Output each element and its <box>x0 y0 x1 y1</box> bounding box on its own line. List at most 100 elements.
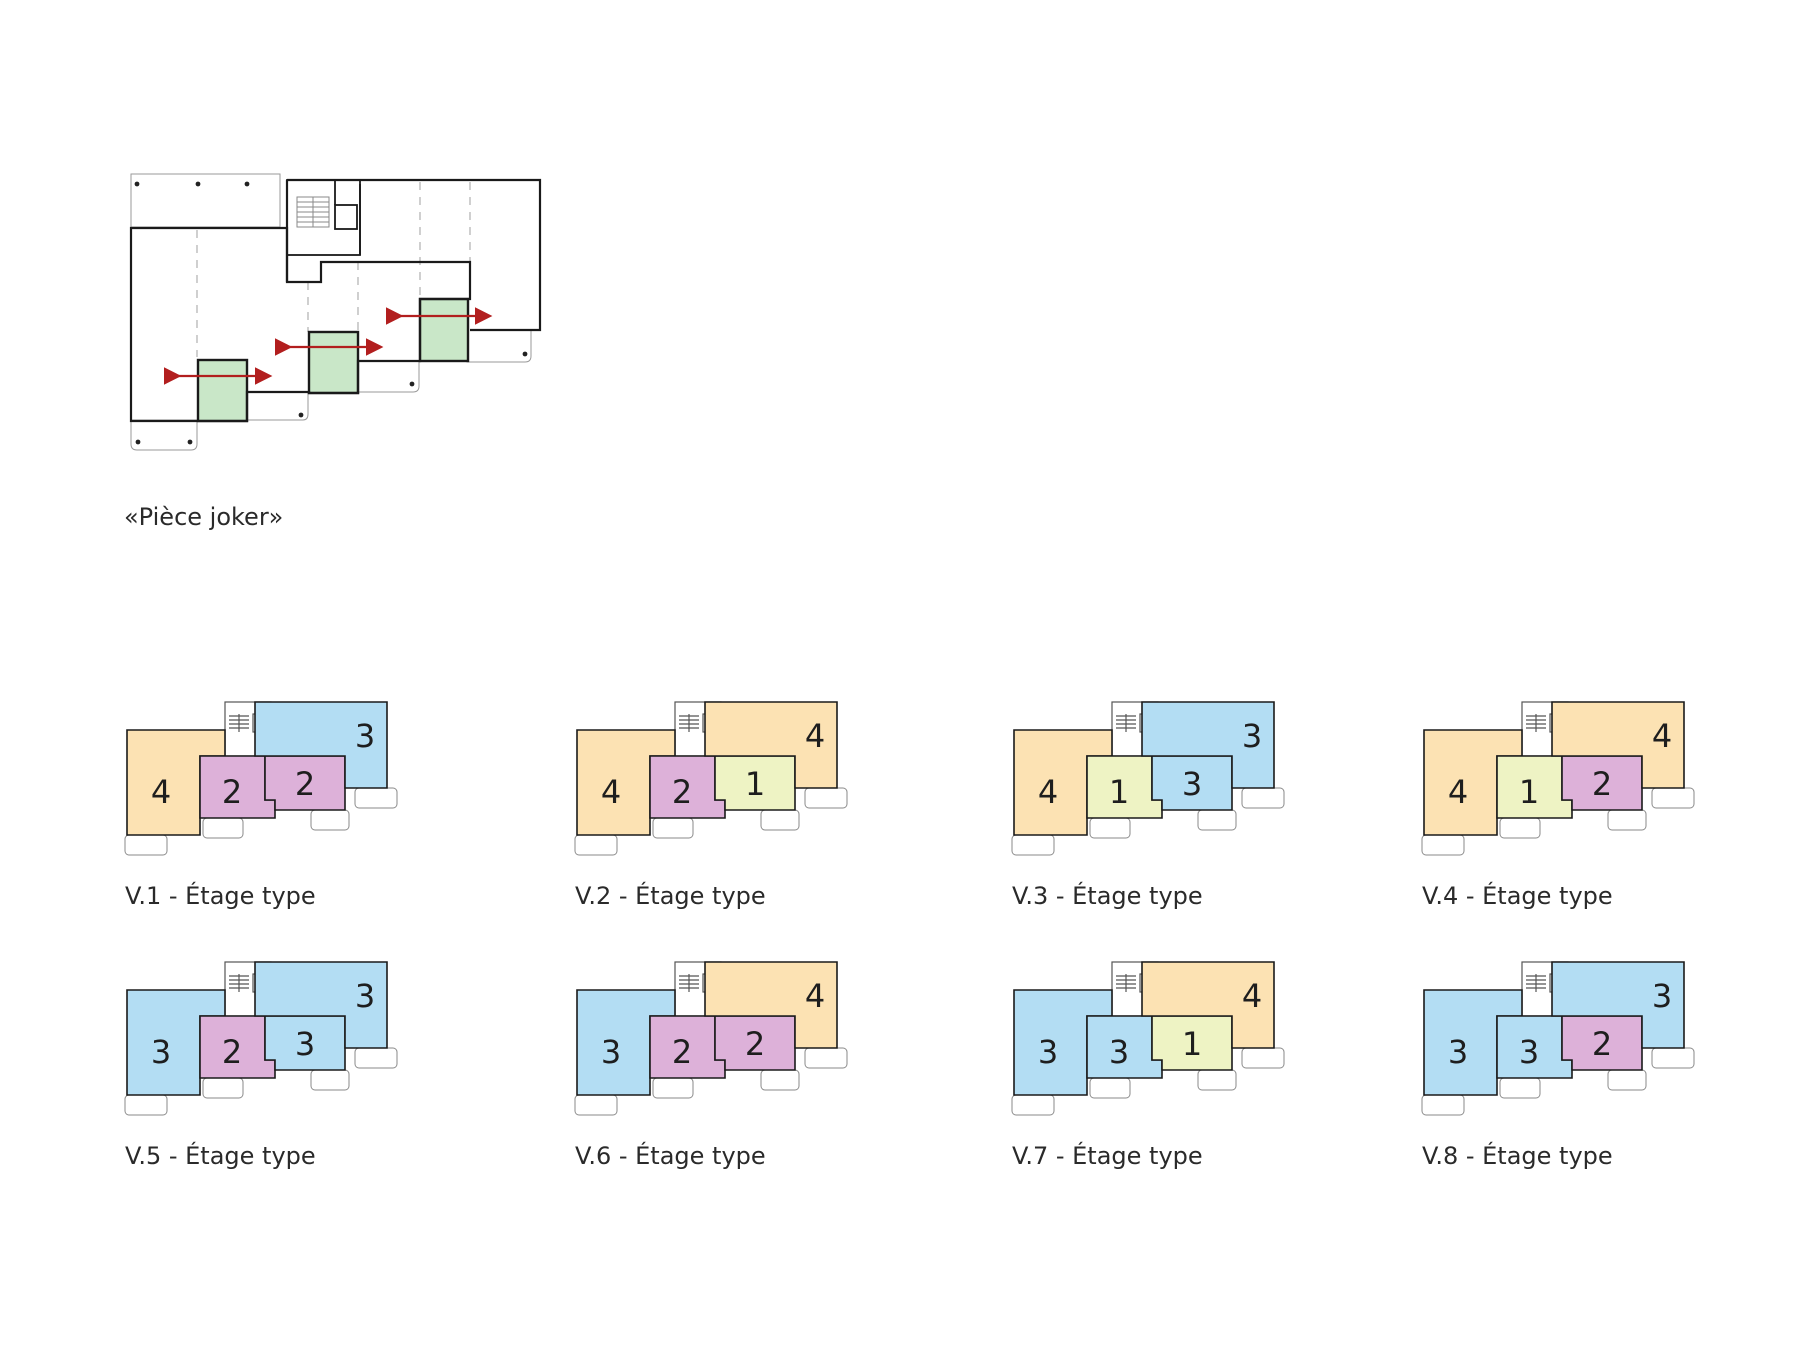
unit-3-rooms: 2 <box>1592 1025 1612 1063</box>
unit-2-rooms: 1 <box>1519 773 1539 811</box>
balcony <box>652 1077 694 1099</box>
unit-2-rooms: 2 <box>672 1033 692 1071</box>
unit-4-rooms: 3 <box>355 717 375 755</box>
balcony <box>202 1077 244 1099</box>
variant-caption: V.7 - Étage type <box>1012 1142 1203 1170</box>
variant-caption: V.4 - Étage type <box>1422 882 1613 910</box>
unit-3-rooms: 3 <box>1182 765 1202 803</box>
variant-plan: 3 3 2 3 <box>1421 961 1695 1116</box>
balcony <box>1241 1047 1285 1069</box>
variant-caption: V.1 - Étage type <box>125 882 316 910</box>
variant-plan: 3 3 1 4 <box>1011 961 1285 1116</box>
unit-1-rooms: 4 <box>601 773 621 811</box>
balcony-outline <box>130 173 281 228</box>
unit-3-rooms: 2 <box>745 1025 765 1063</box>
unit-1-rooms: 4 <box>151 773 171 811</box>
joker-room <box>196 358 249 423</box>
unit-2-rooms: 3 <box>1519 1033 1539 1071</box>
variant-plan: 4 1 3 3 <box>1011 701 1285 856</box>
building-outline <box>129 226 472 423</box>
joker-room <box>418 297 470 363</box>
unit-4-shape <box>1141 701 1275 789</box>
unit-4-rooms: 3 <box>1652 977 1672 1015</box>
balcony-outline <box>357 360 420 393</box>
balcony-outline <box>246 392 309 421</box>
unit-4-rooms: 4 <box>1652 717 1672 755</box>
balcony <box>310 809 350 831</box>
joker-floor-plan <box>129 173 542 451</box>
balcony <box>1607 1069 1647 1091</box>
balcony <box>310 1069 350 1091</box>
unit-4-shape <box>254 961 388 1049</box>
unit-4-rooms: 3 <box>1242 717 1262 755</box>
unit-3-rooms: 1 <box>1182 1025 1202 1063</box>
unit-3-rooms: 1 <box>745 765 765 803</box>
unit-3-rooms: 2 <box>295 765 315 803</box>
joker-caption: «Pièce joker» <box>124 503 284 531</box>
balcony <box>124 1094 168 1116</box>
unit-4-shape <box>254 701 388 789</box>
balcony <box>1651 1047 1695 1069</box>
balcony <box>804 1047 848 1069</box>
unit-2-rooms: 2 <box>222 773 242 811</box>
unit-1-rooms: 4 <box>1038 773 1058 811</box>
balcony <box>804 787 848 809</box>
balcony <box>1089 1077 1131 1099</box>
unit-4-shape <box>1141 961 1275 1049</box>
variant-caption: V.5 - Étage type <box>125 1142 316 1170</box>
unit-4-shape <box>1551 701 1685 789</box>
unit-1-rooms: 3 <box>1038 1033 1058 1071</box>
unit-1-rooms: 3 <box>601 1033 621 1071</box>
balcony <box>354 787 398 809</box>
balcony <box>124 834 168 856</box>
balcony <box>1241 787 1285 809</box>
unit-4-rooms: 4 <box>805 717 825 755</box>
unit-3-rooms: 2 <box>1592 765 1612 803</box>
balcony-outline <box>466 330 532 363</box>
unit-3-rooms: 3 <box>295 1025 315 1063</box>
balcony <box>760 1069 800 1091</box>
variant-plan: 3 2 2 4 <box>574 961 848 1116</box>
variant-caption: V.8 - Étage type <box>1422 1142 1613 1170</box>
unit-2-rooms: 3 <box>1109 1033 1129 1071</box>
unit-1-rooms: 4 <box>1448 773 1468 811</box>
unit-2-rooms: 2 <box>222 1033 242 1071</box>
balcony <box>1089 817 1131 839</box>
columns <box>134 181 528 445</box>
unit-2-rooms: 2 <box>672 773 692 811</box>
variant-caption: V.2 - Étage type <box>575 882 766 910</box>
unit-4-shape <box>704 701 838 789</box>
unit-4-shape <box>704 961 838 1049</box>
balcony <box>1197 809 1237 831</box>
balcony <box>574 834 618 856</box>
balcony <box>1011 1094 1055 1116</box>
balcony <box>574 1094 618 1116</box>
variant-caption: V.6 - Étage type <box>575 1142 766 1170</box>
balcony <box>1421 1094 1465 1116</box>
unit-1-rooms: 3 <box>1448 1033 1468 1071</box>
variant-plan: 4 1 2 4 <box>1421 701 1695 856</box>
balcony-outline <box>130 419 198 451</box>
balcony <box>202 817 244 839</box>
balcony <box>1607 809 1647 831</box>
balcony <box>1011 834 1055 856</box>
unit-4-rooms: 4 <box>1242 977 1262 1015</box>
joker-rooms <box>196 297 470 423</box>
unit-4-shape <box>1551 961 1685 1049</box>
balcony <box>1651 787 1695 809</box>
balcony <box>652 817 694 839</box>
unit-2-rooms: 1 <box>1109 773 1129 811</box>
unit-4-rooms: 4 <box>805 977 825 1015</box>
balcony <box>1499 1077 1541 1099</box>
balcony <box>760 809 800 831</box>
balcony <box>1197 1069 1237 1091</box>
